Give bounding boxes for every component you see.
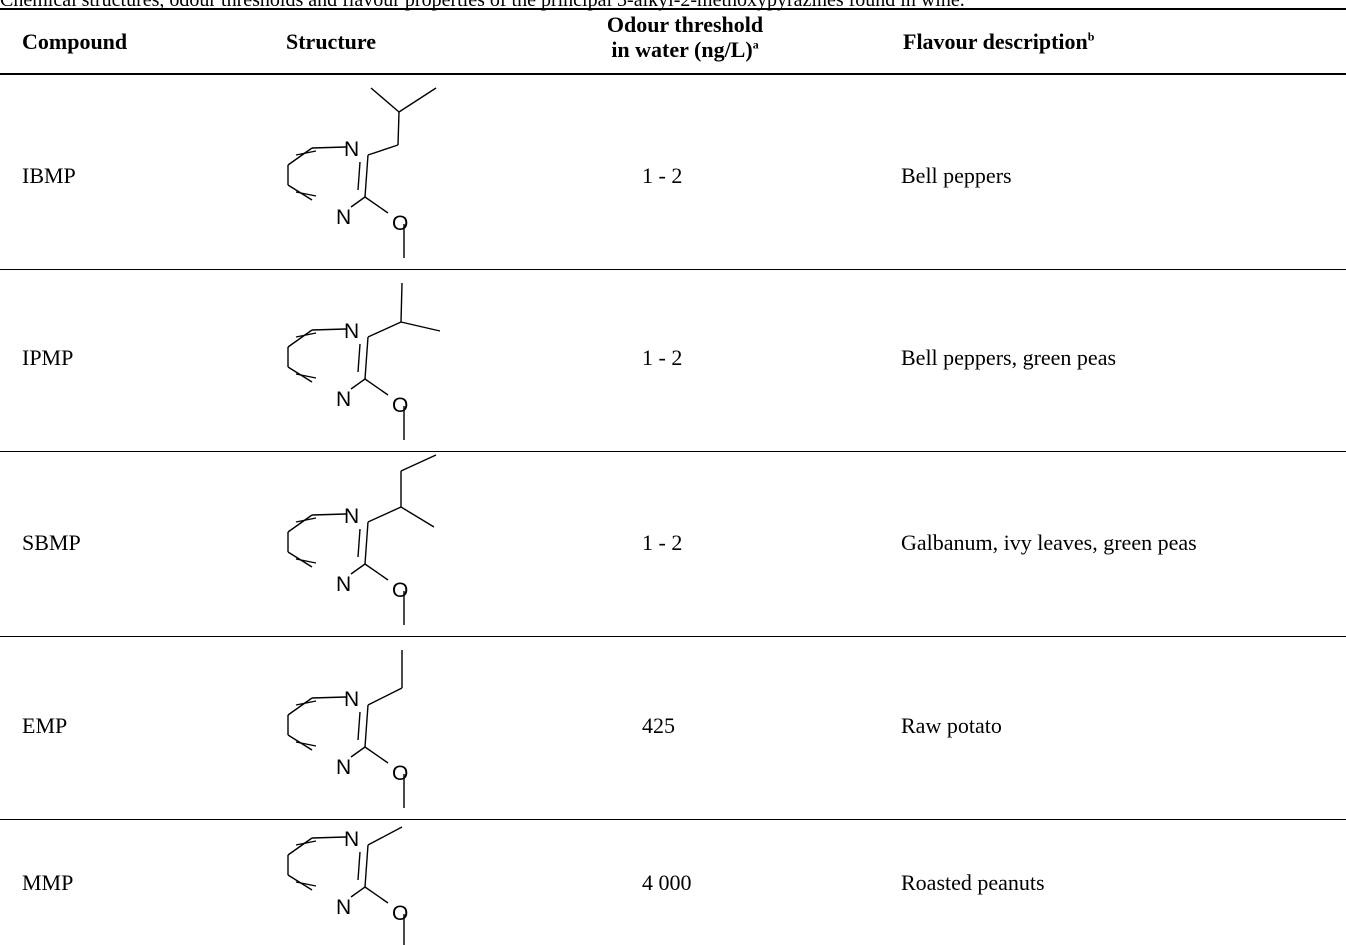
nitrogen-label: N <box>336 206 351 229</box>
header-structure: Structure <box>286 29 377 54</box>
header-bottom-rule <box>0 73 1346 75</box>
nitrogen-label: N <box>336 388 351 411</box>
oxygen-label: O <box>392 902 408 925</box>
header-compound: Compound <box>22 29 128 54</box>
oxygen-label: O <box>392 212 408 235</box>
nitrogen-label: N <box>336 756 351 779</box>
row-mmp-compound: MMP <box>22 870 74 895</box>
row-emp-structure: N N O <box>287 650 408 808</box>
header-flavour-footnote: b <box>1087 29 1095 44</box>
row-sbmp-compound: SBMP <box>22 530 81 555</box>
nitrogen-label: N <box>344 688 359 711</box>
nitrogen-label: N <box>344 320 359 343</box>
row-sbmp-structure: N N O <box>287 454 437 625</box>
header-threshold-line2: in water (ng/L)a <box>611 37 759 62</box>
row-ipmp-compound: IPMP <box>22 345 74 370</box>
row-ibmp-threshold: 1 - 2 <box>642 163 683 188</box>
oxygen-label: O <box>392 579 408 602</box>
row-mmp-structure: N N O <box>287 826 408 945</box>
row-emp-compound: EMP <box>22 713 68 738</box>
row-sbmp-threshold: 1 - 2 <box>642 530 683 555</box>
row-ipmp-structure: N N O <box>287 282 441 440</box>
row-emp-threshold: 425 <box>642 713 675 738</box>
header-threshold-line1: Odour threshold <box>606 12 764 37</box>
table-caption: Chemical structures, odour thresholds an… <box>0 0 965 11</box>
row-divider <box>0 451 1346 452</box>
row-divider <box>0 636 1346 637</box>
nitrogen-label: N <box>336 896 351 919</box>
row-ipmp-threshold: 1 - 2 <box>642 345 683 370</box>
table-top-rule <box>0 8 1346 10</box>
row-mmp-flavour: Roasted peanuts <box>901 870 1045 895</box>
row-ibmp-structure: N N O <box>287 87 437 258</box>
header-flavour: Flavour descriptionb <box>903 29 1095 54</box>
row-ibmp-flavour: Bell peppers <box>901 163 1012 188</box>
nitrogen-label: N <box>344 505 359 528</box>
row-divider <box>0 819 1346 820</box>
oxygen-label: O <box>392 394 408 417</box>
row-divider <box>0 269 1346 270</box>
row-sbmp-flavour: Galbanum, ivy leaves, green peas <box>901 530 1197 555</box>
row-ipmp-flavour: Bell peppers, green peas <box>901 345 1117 370</box>
nitrogen-label: N <box>344 138 359 161</box>
nitrogen-label: N <box>336 573 351 596</box>
header-threshold: Odour threshold in water (ng/L)a <box>560 14 810 61</box>
nitrogen-label: N <box>344 828 359 851</box>
header-threshold-footnote: a <box>752 37 759 52</box>
row-ibmp-compound: IBMP <box>22 163 76 188</box>
oxygen-label: O <box>392 762 408 785</box>
row-mmp-threshold: 4 000 <box>642 870 692 895</box>
row-emp-flavour: Raw potato <box>901 713 1002 738</box>
